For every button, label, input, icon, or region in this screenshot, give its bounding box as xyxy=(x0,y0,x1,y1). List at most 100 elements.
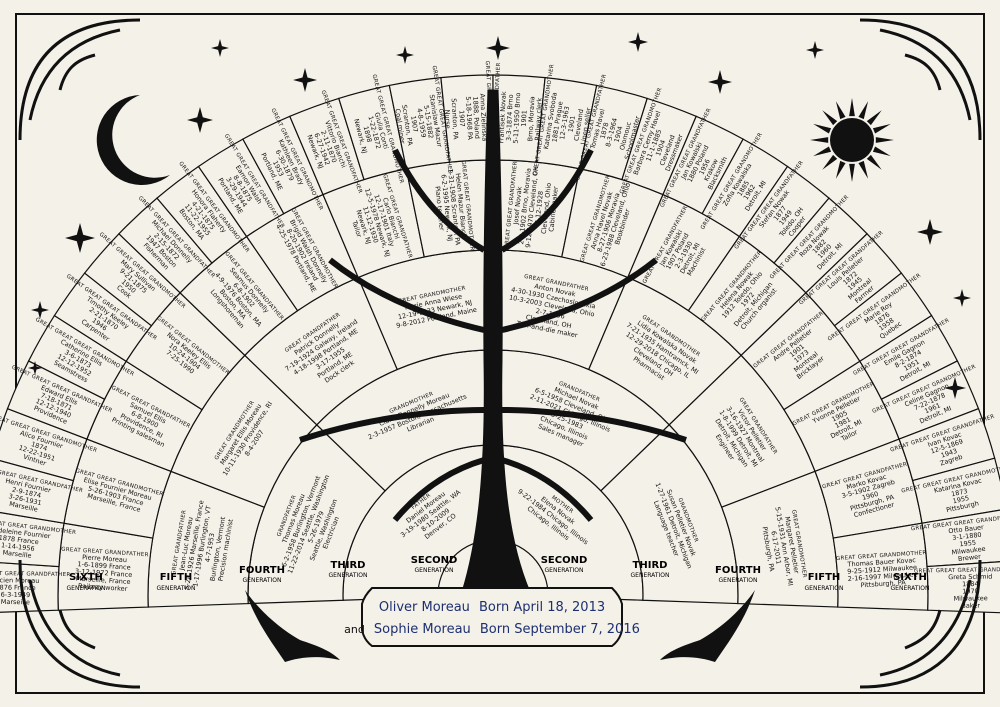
gen-label-sixth-right: SIXTH xyxy=(893,572,927,583)
star-icon xyxy=(953,289,971,307)
nameplate-line-2: and Sophie Moreau Born September 7, 2016 xyxy=(344,618,640,637)
crescent-moon-icon xyxy=(96,95,170,185)
ancestor-detail: Brno, Moravia xyxy=(526,96,536,141)
ancestor-detail: 6-3-1949 xyxy=(1,591,31,599)
gen-label-fifth-right: FIFTH xyxy=(808,572,841,583)
gen-sub-third-right: GENERATION xyxy=(631,572,670,579)
ancestor-detail: 1904 xyxy=(613,125,625,143)
ancestor-text: GREAT GRANDFATHERJean-Luc Moreau5-28-192… xyxy=(169,497,237,595)
ancestor-detail: Marseille xyxy=(1,598,30,606)
gen-sub-third-left: GENERATION xyxy=(329,572,368,579)
corner-bottom-right-icon xyxy=(859,559,982,689)
gen-label-third-right: THIRD xyxy=(633,560,668,571)
ancestor-detail: 1876 France xyxy=(0,583,36,592)
ancestor-detail: 1970 xyxy=(962,587,979,595)
nameplate-and: and xyxy=(344,623,365,636)
swallow-right-icon xyxy=(660,590,755,662)
ancestor-detail: 1888, Poland xyxy=(471,96,481,139)
ancestor-role: GREAT GREAT GREAT GRANDMOTHER xyxy=(914,567,1000,575)
corner-bottom-left-icon xyxy=(18,559,141,689)
sun-ray xyxy=(872,146,891,157)
branch-right-low xyxy=(501,407,687,443)
swallow-left-icon xyxy=(245,590,340,662)
ancestor-detail: 1901 xyxy=(567,115,577,133)
nameplate-frame xyxy=(361,587,623,647)
sun-ray xyxy=(849,163,855,182)
ancestor-detail: 1955 xyxy=(959,539,976,549)
ancestor-detail: 1907 xyxy=(409,115,419,133)
corner-flourishes xyxy=(18,18,982,689)
ancestor-detail: 5-18-1968 PA xyxy=(464,96,474,141)
gen-label-fifth-left: FIFTH xyxy=(160,572,193,583)
ancestor-detail: Marseille xyxy=(2,549,32,560)
ancestor-detail: Marseille, France xyxy=(76,574,131,586)
gen-label-second-left: SECOND xyxy=(411,555,458,566)
ancestor-detail: Milwaukee xyxy=(953,594,987,603)
sun-ray xyxy=(822,110,838,126)
ancestor-detail: 1907 xyxy=(457,110,466,127)
ancestor-detail: Baker xyxy=(961,602,980,610)
sun-ray xyxy=(849,98,855,117)
ancestor-detail: Pittsburgh, PA xyxy=(860,578,906,589)
star-icon xyxy=(396,46,414,64)
sun-ray xyxy=(813,123,832,134)
ancestor-detail: 1898 xyxy=(362,125,374,143)
sun-ray xyxy=(822,154,838,170)
ancestor-detail: 1-14-1956 xyxy=(1,541,35,553)
star-icon xyxy=(187,107,213,133)
sun-ray xyxy=(872,123,891,134)
gen-label-second-right: SECOND xyxy=(541,555,588,566)
ancestor-fan xyxy=(0,74,1000,614)
star-icon xyxy=(486,36,510,60)
ancestor-detail: 7-12-1928 xyxy=(534,191,545,225)
branch-left-low xyxy=(299,407,485,443)
ancestor-fan-text: FATHERDaniel Moreau3-19-1980 Seattle, WA… xyxy=(0,61,1000,610)
branch-right-upper xyxy=(500,148,594,253)
star-icon xyxy=(28,361,42,375)
nameplate-line-1: Oliver Moreau Born April 18, 2013 xyxy=(379,596,605,615)
ancestor-detail: Greta Schmid xyxy=(948,573,992,582)
ancestor-detail: 3-1-1880 xyxy=(952,531,982,542)
gen-sub-fifth-left: GENERATION xyxy=(157,585,196,592)
star-icon xyxy=(211,39,229,57)
branch-right-base xyxy=(501,457,594,522)
gen-sub-sixth-right: GENERATION xyxy=(891,585,930,592)
ancestor-detail: 3-12-1972 France xyxy=(75,567,133,579)
ancestor-detail: 5-11-1950 Brno xyxy=(512,93,523,144)
gen-sub-fifth-right: GENERATION xyxy=(805,585,844,592)
sun-ray xyxy=(875,137,894,143)
branch-left-base xyxy=(392,457,485,522)
ancestor-detail: Milwaukee xyxy=(951,545,986,557)
ancestor-detail: 1-6-1899 France xyxy=(77,560,131,571)
child-1-name: Oliver Moreau xyxy=(379,600,470,615)
ancestor-detail: 3-3-1874 Brno xyxy=(505,94,515,141)
star-icon xyxy=(31,301,49,319)
sun-ray xyxy=(810,137,829,143)
gen-sub-fourth-right: GENERATION xyxy=(719,577,758,584)
ancestor-role: GREAT GREAT GREAT GRANDFATHER xyxy=(0,570,71,578)
ancestor-detail: Josef Novak xyxy=(512,186,524,226)
sun-ray xyxy=(858,101,869,120)
ancestor-detail: Scranton, PA xyxy=(450,98,460,140)
ancestor-role: GREAT GREAT GRANDFATHER xyxy=(61,547,149,559)
sun-ray xyxy=(866,154,882,170)
ancestor-detail: 1955 xyxy=(952,494,970,505)
tree-trunk xyxy=(299,89,687,593)
generation-labels: SIXTH GENERATION FIFTH GENERATION FOURTH… xyxy=(67,555,930,592)
star-icon xyxy=(917,219,943,245)
corner-top-right-icon xyxy=(859,18,982,141)
sun-ray xyxy=(813,146,832,157)
ancestor-detail: Frantisek Novak xyxy=(497,91,508,144)
ancestor-text: GREAT GREAT GRANDMOTHERThomas Bauer Kova… xyxy=(836,550,929,591)
ancestor-gen5-0: GREAT GREAT GRANDFATHERPierre Moreau1-6-… xyxy=(61,547,149,593)
ancestor-detail: Railway clerk xyxy=(533,97,543,141)
ancestor-gen4-0: GREAT GRANDFATHERJean-Luc Moreau5-28-192… xyxy=(169,497,237,595)
star-icon xyxy=(708,70,732,94)
ancestor-detail: 1878 xyxy=(599,122,611,140)
sun-ray xyxy=(835,160,846,179)
ancestor-gen5-1: GREAT GREAT GRANDMOTHERElise Fournier Mo… xyxy=(75,468,164,514)
ancestor-detail: Anna Zielinska xyxy=(478,93,488,141)
gen-sub-sixth-left: GENERATION xyxy=(67,585,106,592)
decorations xyxy=(18,18,982,689)
